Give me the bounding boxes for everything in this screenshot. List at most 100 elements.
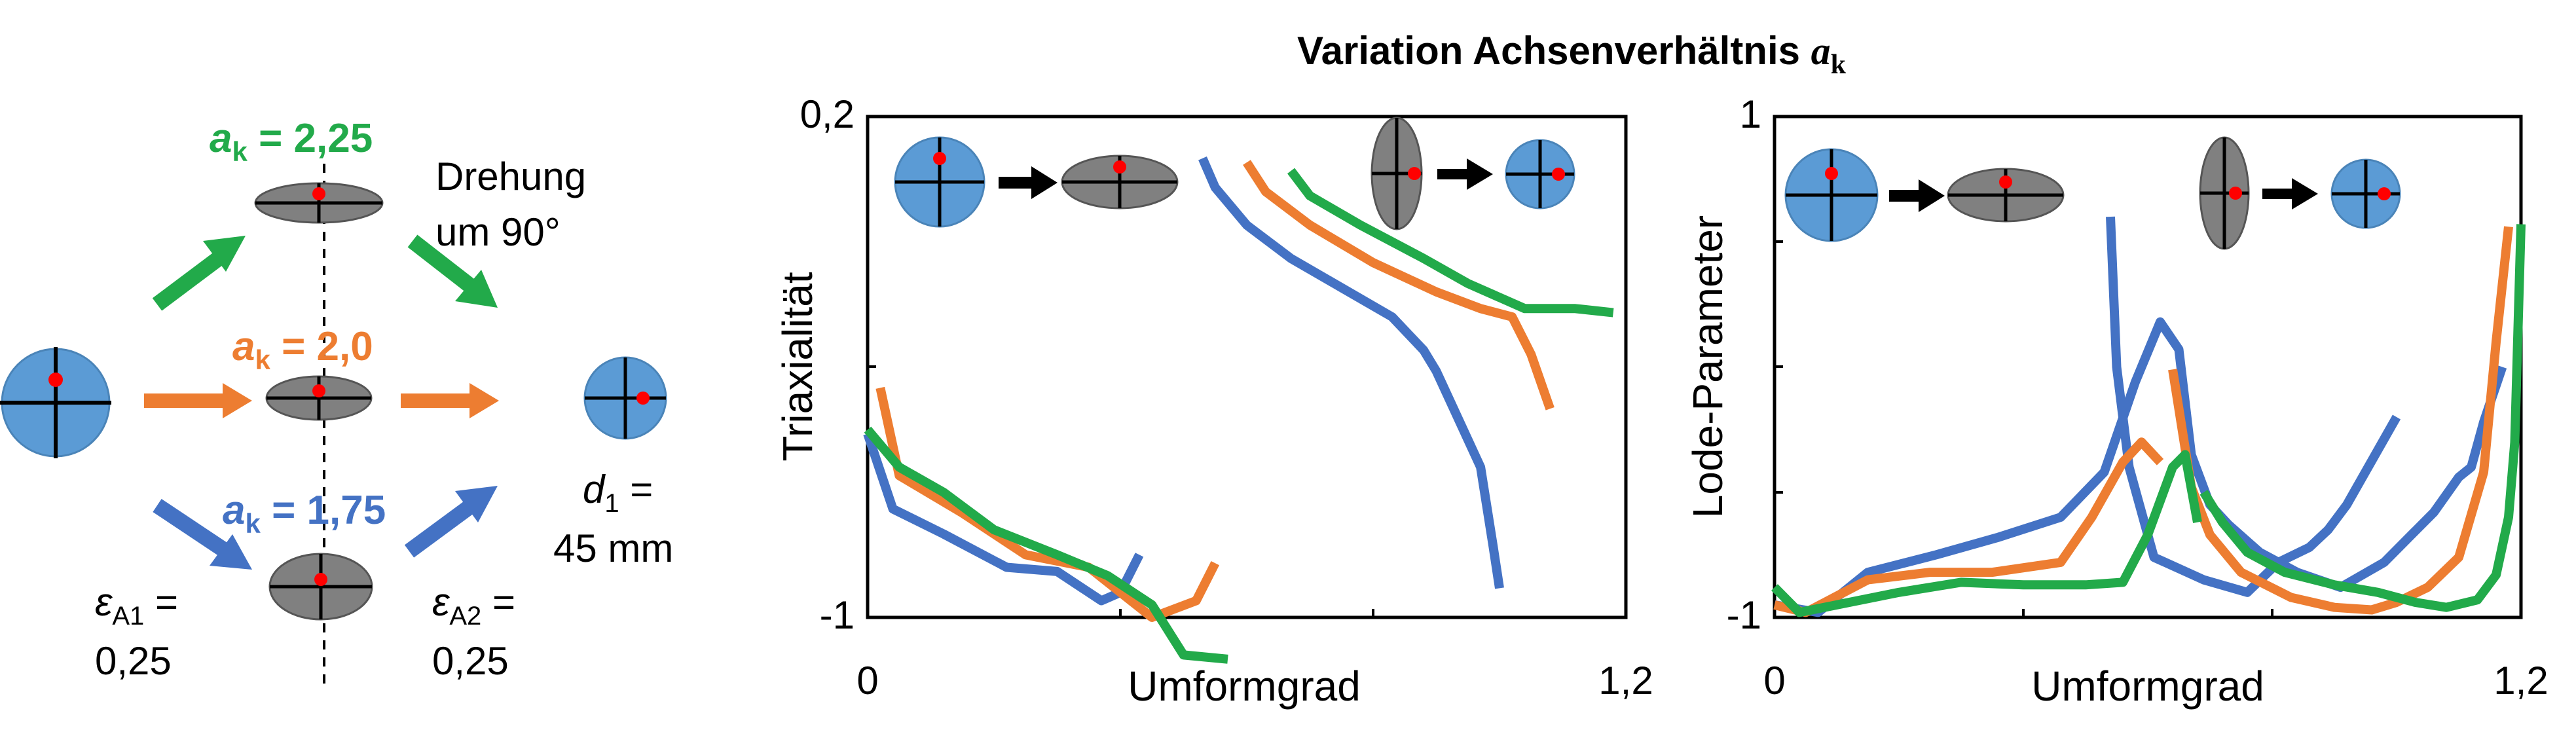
rotation-label-line1: Drehung: [435, 155, 586, 198]
initial-circle-marker: [48, 373, 63, 387]
green-arrows: [152, 234, 498, 311]
ak-blue-symbol: a: [223, 488, 245, 533]
ak-blue-subscript: k: [245, 508, 261, 539]
initial-circle-specimen: [0, 347, 111, 458]
eps-a2-symbol: ε: [432, 580, 451, 624]
d1-label: d1 =: [583, 467, 653, 518]
chart2-inset-rcircle-marker: [2378, 187, 2391, 200]
chart1-inset-arrow2-head: [1467, 158, 1493, 190]
orange-arrow-left-head: [223, 383, 252, 418]
chart1-inset-arrow-head: [1031, 166, 1058, 199]
chart2-inset-circle-marker: [1825, 167, 1838, 180]
d1-symbol: d: [583, 467, 606, 511]
eps-a2-label: εA2 =: [432, 580, 515, 630]
chart2-plot-area: [1771, 115, 2526, 619]
ellipse-specimen-bottom: [268, 553, 373, 621]
eps-a2-equals: =: [481, 580, 515, 624]
rotation-label-line2: um 90°: [435, 210, 561, 254]
ellipse-top-marker: [312, 187, 325, 200]
d1-subscript: 1: [604, 489, 619, 518]
ak-green-subscript: k: [232, 136, 248, 167]
chart2-series-layer: [1771, 216, 2526, 617]
chart2-inset-arrow-head: [1919, 179, 1945, 212]
green-arrow-down-head: [455, 270, 498, 308]
ak-orange-value: = 2,0: [270, 324, 373, 369]
ellipse-specimen-top: [254, 182, 384, 224]
chart-lode-parameter: 1 -1 0 1,2 Umformgrad Lode-Parameter: [1684, 92, 2548, 710]
chart1-ticks: [868, 365, 1374, 617]
chart1-x-tick-label-left: 0: [856, 659, 878, 703]
ak-label-orange: ak = 2,0: [232, 324, 373, 375]
eps-a2-value: 0,25: [432, 639, 509, 683]
green-arrow-up-head: [203, 236, 246, 272]
rotated-circle-marker: [636, 392, 650, 405]
chart2-y-axis-label: Lode-Parameter: [1684, 215, 1731, 518]
figure-title-subscript: k: [1831, 50, 1847, 80]
chart1-x-tick-label-right: 1,2: [1598, 659, 1653, 703]
ellipse-middle-marker: [312, 384, 325, 397]
chart2-series-green-line-segment: [2199, 224, 2526, 612]
ak-green-value: = 2,25: [248, 116, 373, 161]
green-arrow-up-shaft: [152, 249, 228, 311]
chart2-x-tick-label-right: 1,2: [2493, 659, 2548, 703]
ak-green-symbol: a: [210, 116, 232, 161]
schematic-panel: ak = 2,25 ak = 2,0 ak = 1,75 Drehung um …: [0, 116, 673, 687]
chart1-series-green-line-segment: [864, 426, 1228, 664]
chart1-inset-arrow-shaft: [999, 177, 1035, 189]
chart2-x-axis-label: Umformgrad: [2031, 663, 2264, 710]
chart1-inset-ellipse-marker: [1113, 160, 1126, 174]
blue-arrow-down-shaft: [153, 499, 230, 558]
chart2-series-blue-line-segment: [1773, 317, 2507, 617]
chart2-inset-ellipse-marker: [1999, 175, 2012, 189]
chart2-inset-arrow2-head: [2292, 178, 2318, 210]
chart1-series-orange-line-segment: [1243, 160, 1555, 411]
blue-arrows: [153, 486, 498, 570]
ak-label-green: ak = 2,25: [210, 116, 373, 167]
blue-arrow-up-head: [455, 486, 498, 522]
chart1-series-layer: [863, 156, 1614, 664]
figure-title: Variation Achsenverhältnis ak: [1297, 29, 1847, 80]
chart2-series-orange-line-segment: [1773, 437, 2164, 617]
chart1-x-axis-label: Umformgrad: [1128, 663, 1361, 710]
chart1-series-orange-line-segment: [875, 386, 1220, 622]
d1-equals: =: [619, 467, 653, 511]
chart2-series-blue-line-segment: [2106, 216, 2401, 597]
eps-a1-value: 0,25: [95, 639, 172, 683]
blue-arrow-up-shaft: [404, 499, 477, 558]
d1-value: 45 mm: [553, 526, 673, 570]
chart2-series-orange-line-segment: [2168, 226, 2513, 615]
eps-a1-symbol: ε: [95, 580, 113, 624]
chart2-inset-vellipse-marker: [2229, 187, 2242, 200]
orange-arrow-right-head: [469, 383, 499, 418]
chart-triaxiality: 0,2 -1 0 1,2 Umformgrad Triaxialität: [774, 92, 1653, 710]
chart1-series-blue-line-segment: [1198, 156, 1504, 589]
eps-a2-subscript: A2: [449, 602, 481, 630]
eps-a1-label: εA1 =: [95, 580, 178, 630]
chart1-inset-arrow2-shaft: [1437, 169, 1470, 179]
eps-a1-subscript: A1: [112, 602, 144, 630]
ellipse-bottom-marker: [314, 573, 327, 586]
chart1-inset-vellipse-marker: [1408, 167, 1421, 180]
chart2-ticks: [1775, 240, 2273, 617]
chart2-inset-ellipse-to-circle: [2199, 136, 2401, 250]
orange-arrows: [144, 383, 499, 418]
ellipse-specimen-middle: [265, 375, 373, 421]
ak-label-blue: ak = 1,75: [223, 488, 386, 539]
chart1-y-tick-label-top: 0,2: [800, 92, 855, 136]
figure-title-symbol: a: [1811, 29, 1831, 73]
eps-a1-equals: =: [144, 580, 178, 624]
chart2-y-tick-label-bottom: -1: [1727, 593, 1761, 637]
chart1-y-axis-label: Triaxialität: [774, 272, 821, 461]
chart1-inset-ellipse-to-circle: [1371, 117, 1575, 230]
figure-title-text: Variation Achsenverhältnis: [1297, 29, 1811, 73]
green-arrow-down-shaft: [407, 234, 477, 293]
chart2-inset-circle-to-ellipse: [1784, 148, 2065, 242]
ak-orange-symbol: a: [232, 324, 255, 369]
blue-arrow-down-head: [210, 534, 252, 570]
chart2-inset-arrow-shaft: [1889, 190, 1922, 202]
chart2-y-tick-label-top: 1: [1740, 92, 1761, 136]
chart1-plot-area: [863, 115, 1628, 664]
rotated-circle-specimen: [583, 356, 667, 440]
chart2-series-green-line-segment: [1771, 450, 2202, 617]
